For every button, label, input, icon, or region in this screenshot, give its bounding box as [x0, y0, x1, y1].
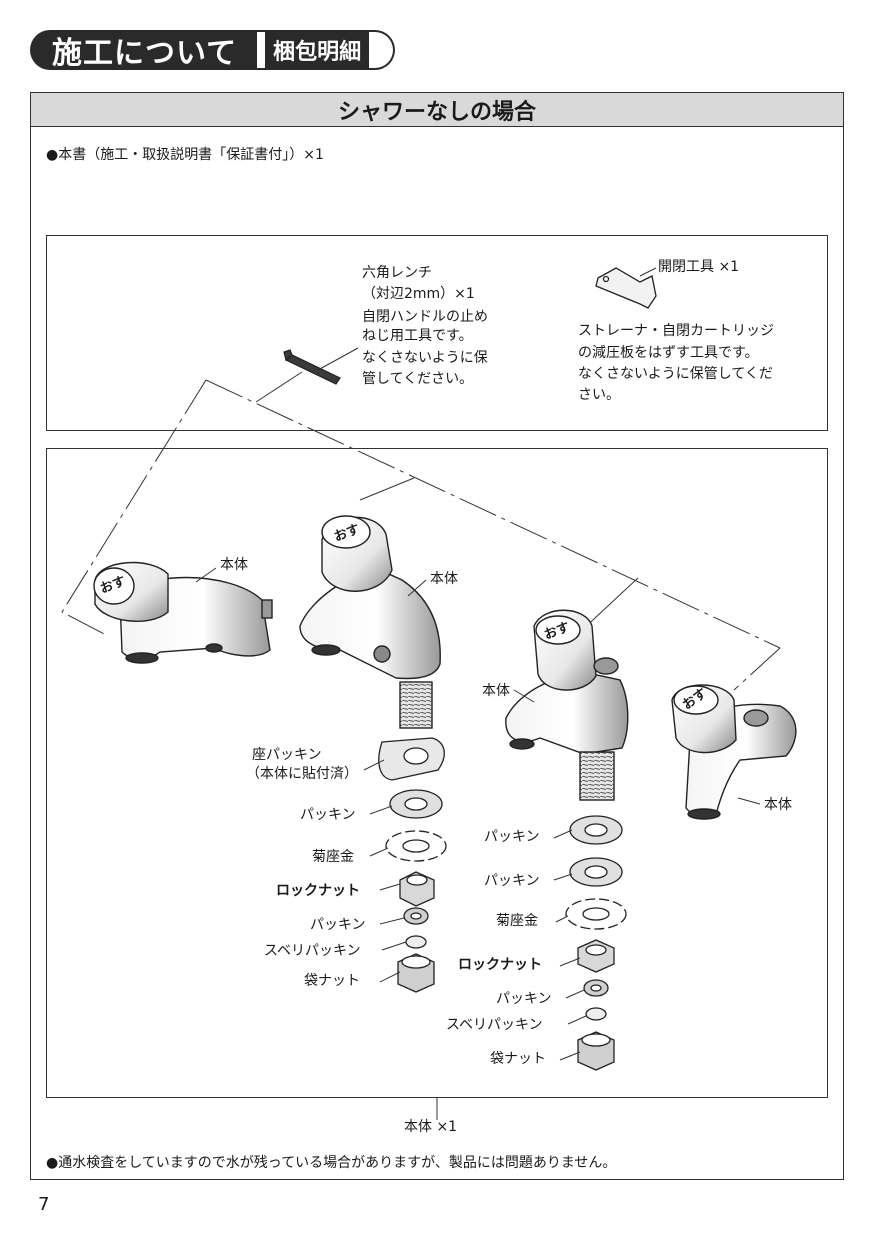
- water-test-note: ●通水検査をしていますので水が残っている場合がありますが、製品には問題ありません…: [46, 1155, 617, 1171]
- left-packing2-label: パッキン: [310, 917, 366, 933]
- opener-desc-2: の減圧板をはずす工具です。: [578, 345, 759, 361]
- left-slide-packing-label: スベリパッキン: [264, 943, 361, 959]
- manual-note: ●本書（施工・取扱説明書「保証書付」）×1: [46, 147, 324, 163]
- frame-title: シャワーなしの場合: [31, 93, 843, 127]
- right-parts-stack: [565, 815, 627, 1071]
- leader-lines: [61, 379, 781, 691]
- hex-wrench-desc-2: ねじ用工具です。: [362, 328, 473, 344]
- left-parts-stack: [378, 737, 447, 993]
- hex-wrench-desc-1: 自閉ハンドルの止め: [362, 309, 488, 325]
- left-packing-label: パッキン: [300, 807, 356, 823]
- seat-packing-note: （本体に貼付済）: [246, 766, 358, 782]
- opener-name: 開閉工具 ×1: [658, 259, 740, 275]
- slide-packing-shape: [405, 935, 427, 949]
- right-slide-packing-label: スベリパッキン: [446, 1017, 543, 1033]
- left-lock-nut-label: ロックナット: [276, 883, 360, 899]
- right-packing2-label: パッキン: [496, 991, 552, 1007]
- faucet-a-icon: [93, 561, 273, 664]
- hex-wrench-icon: [283, 349, 341, 385]
- right-packing-b-label: パッキン: [484, 873, 540, 889]
- tools-box: [46, 235, 828, 431]
- hex-wrench-size: （対辺2mm）×1: [362, 286, 475, 302]
- body-label-a: 本体: [220, 557, 248, 573]
- hex-wrench-desc-4: 管してください。: [362, 371, 474, 387]
- section-title: 施工について: [30, 30, 258, 71]
- opener-desc-1: ストレーナ・自閉カートリッジ: [578, 323, 774, 339]
- faucet-c-icon: [505, 609, 629, 801]
- faucet-d-icon: [671, 684, 797, 820]
- body-label-c: 本体: [482, 683, 510, 699]
- right-lock-nut-label: ロックナット: [458, 957, 542, 973]
- opener-tool-icon: [595, 267, 657, 309]
- body-count: 本体 ×1: [404, 1119, 458, 1135]
- right-packing-label: パッキン: [484, 829, 540, 845]
- package-contents-frame: シャワーなしの場合: [30, 92, 844, 1180]
- opener-desc-4: さい。: [578, 387, 620, 403]
- page-header: 施工について 梱包明細: [30, 28, 396, 72]
- left-kiku-washer-label: 菊座金: [312, 849, 354, 865]
- hex-wrench-name: 六角レンチ: [362, 265, 432, 281]
- part-label-leaders: [195, 567, 761, 1061]
- hex-wrench-desc-3: なくさないように保: [362, 350, 488, 366]
- section-tag-wrap: 梱包明細: [257, 30, 396, 70]
- right-kiku-washer-label: 菊座金: [496, 913, 538, 929]
- page-number: 7: [38, 1194, 50, 1215]
- body-label-d: 本体: [764, 797, 792, 813]
- left-bag-nut-label: 袋ナット: [304, 973, 360, 989]
- opener-desc-3: なくさないように保管してくだ: [578, 366, 773, 382]
- faucet-b-icon: [299, 515, 441, 729]
- right-bag-nut-label: 袋ナット: [490, 1051, 546, 1067]
- seat-packing-label: 座パッキン: [252, 747, 322, 763]
- body-label-b: 本体: [430, 571, 458, 587]
- section-tag: 梱包明細: [265, 32, 370, 68]
